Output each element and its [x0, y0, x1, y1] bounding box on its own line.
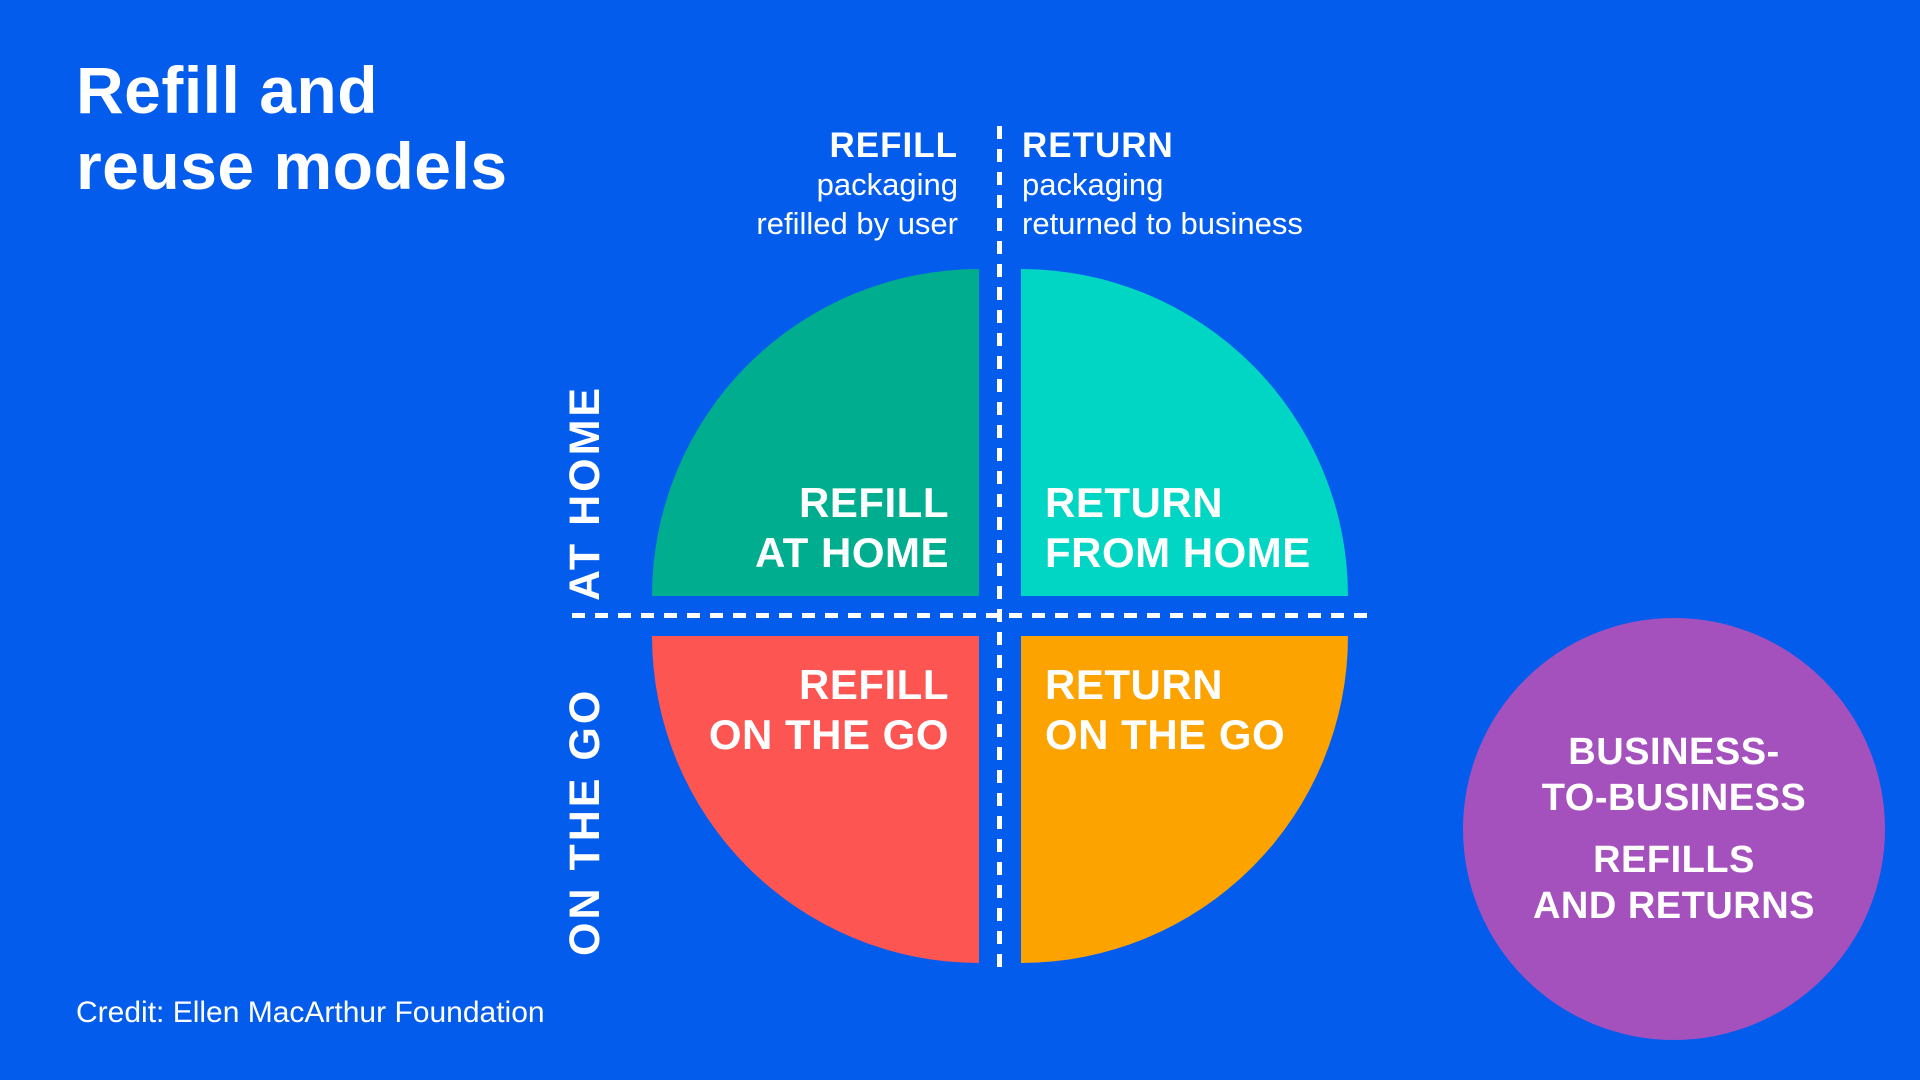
quadrant-refill-at-home-label: REFILL AT HOME — [755, 478, 949, 578]
quadrant-label-line: ON THE GO — [708, 711, 949, 758]
b2b-label-group-1: BUSINESS- TO-BUSINESS — [1533, 729, 1815, 821]
vertical-divider-dashed-line — [997, 126, 1002, 968]
page-title-line2: reuse models — [76, 129, 508, 203]
quadrant-label-line: AT HOME — [754, 529, 949, 576]
column-header-refill: REFILL packaging refilled by user — [756, 126, 958, 243]
refill-column-heading: REFILL — [829, 126, 958, 165]
return-column-desc-line2: returned to business — [1022, 206, 1303, 241]
refill-column-desc-line1: packaging — [816, 167, 958, 202]
row-label-on-the-go: ON THE GO — [561, 687, 609, 956]
refill-column-desc-line2: refilled by user — [756, 206, 958, 241]
return-column-heading: RETURN — [1022, 126, 1174, 165]
b2b-label-line: TO-BUSINESS — [1541, 777, 1807, 819]
credit-text: Credit: Ellen MacArthur Foundation — [76, 996, 545, 1029]
quadrant-return-from-home-label: RETURN FROM HOME — [1045, 478, 1311, 578]
quadrant-return-on-the-go-label: RETURN ON THE GO — [1045, 660, 1285, 760]
column-header-return: RETURN packaging returned to business — [1022, 126, 1303, 243]
row-label-at-home: AT HOME — [561, 384, 609, 601]
b2b-label-group-2: REFILLS AND RETURNS — [1533, 837, 1815, 929]
page-title-line1: Refill and — [76, 53, 379, 127]
quadrant-label-line: ON THE GO — [1045, 711, 1286, 758]
b2b-label-line: AND RETURNS — [1532, 885, 1816, 927]
quadrant-label-line: FROM HOME — [1045, 529, 1311, 576]
quadrant-label-line: REFILL — [799, 479, 949, 526]
quadrant-return-on-the-go: RETURN ON THE GO — [1021, 636, 1348, 963]
horizontal-divider-dashed-line — [572, 613, 1368, 618]
business-to-business-label: BUSINESS- TO-BUSINESS REFILLS AND RETURN… — [1533, 729, 1815, 929]
quadrant-refill-on-the-go: REFILL ON THE GO — [652, 636, 979, 963]
quadrant-label-line: RETURN — [1045, 479, 1223, 526]
b2b-label-line: BUSINESS- — [1568, 731, 1780, 773]
quadrant-refill-at-home: REFILL AT HOME — [652, 269, 979, 596]
quadrant-label-line: RETURN — [1045, 661, 1223, 708]
quadrant-return-from-home: RETURN FROM HOME — [1021, 269, 1348, 596]
business-to-business-circle: BUSINESS- TO-BUSINESS REFILLS AND RETURN… — [1463, 618, 1885, 1040]
quadrant-refill-on-the-go-label: REFILL ON THE GO — [709, 660, 949, 760]
return-column-desc-line1: packaging — [1022, 167, 1164, 202]
quadrant-label-line: REFILL — [799, 661, 949, 708]
page-title: Refill and reuse models — [76, 52, 508, 204]
b2b-label-line: REFILLS — [1593, 839, 1755, 881]
